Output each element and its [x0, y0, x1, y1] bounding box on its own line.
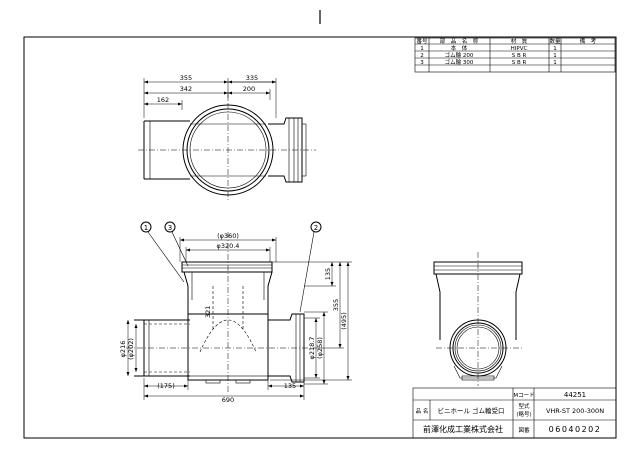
parts-header-material: 材 質: [511, 37, 528, 45]
dim-321: 321: [204, 306, 212, 318]
name-label: 品 名: [416, 407, 429, 415]
balloon-3-label: 3: [168, 224, 172, 232]
dim-342-top: 342: [180, 85, 192, 93]
sheet-border: [23, 36, 617, 439]
mcode-label: Mコード: [513, 392, 534, 399]
balloon-3: [164, 221, 176, 233]
balloon-1-label: 1: [144, 224, 148, 232]
model-label: 型式: [518, 402, 530, 410]
parts-row-name: 本 体: [451, 44, 468, 52]
parts-row-qty: 1: [553, 60, 557, 66]
front-view: 1 3 2 (φ360) φ320.4 321: [119, 221, 352, 404]
parts-row-no: 2: [420, 53, 424, 59]
drawing-number-label: 図番: [518, 427, 530, 434]
drawing-number-value: 06040202: [549, 425, 602, 434]
parts-row-no: 3: [420, 60, 424, 66]
parts-header-name: 部 品 名 称: [440, 37, 479, 45]
parts-row-no: 1: [420, 46, 424, 52]
parts-row-name: ゴム輪 200: [445, 51, 474, 59]
parts-row-name: ゴム輪 300: [445, 58, 474, 66]
dim-175: (175): [157, 382, 174, 390]
name-value: ビニホール ゴム輪受口: [437, 406, 504, 415]
top-view: 355 335 342 200 162: [138, 74, 316, 200]
parts-row-material: S B R: [512, 53, 527, 59]
model-label-abbrev: (略号): [516, 410, 531, 418]
parts-row-material: S B R: [512, 60, 527, 66]
parts-row-qty: 1: [553, 46, 557, 52]
dim-phi218: φ218.7: [308, 337, 316, 360]
parts-table: 番号 部 品 名 称 材 質 数量 備 考 1 本 体 HIPVC 1 2 ゴム…: [414, 37, 616, 73]
balloon-2: [310, 221, 322, 233]
parts-row-material: HIPVC: [511, 46, 528, 52]
dim-phi216: φ216: [119, 341, 127, 358]
model-value: VHR-ST 200-300N: [546, 407, 604, 415]
parts-header-no: 番号: [416, 38, 428, 45]
dim-495-vertical: (495): [340, 312, 348, 329]
dim-135-horizontal: 135: [284, 382, 296, 390]
title-block: Mコード 44251 品 名 ビニホール ゴム輪受口 型式 (略号) VHR-S…: [412, 387, 617, 439]
company-name: 前澤化成工業株式会社: [423, 424, 503, 434]
parts-header-remark: 備 考: [580, 37, 597, 45]
dim-690: 690: [222, 396, 234, 404]
dim-355-top: 355: [180, 74, 192, 82]
dim-135-vertical: 135: [324, 268, 332, 280]
side-view: [433, 252, 523, 386]
dim-335-top: 335: [246, 74, 258, 82]
parts-header-qty: 数量: [549, 37, 561, 45]
balloon-2-label: 2: [314, 224, 318, 232]
dim-phi202: (φ202): [127, 338, 135, 360]
dim-200-top: 200: [243, 85, 255, 93]
mcode-value: 44251: [564, 391, 586, 399]
parts-row-qty: 1: [553, 53, 557, 59]
balloon-1: [140, 221, 152, 233]
dim-355-vertical: 355: [332, 299, 340, 311]
dim-162-top: 162: [157, 96, 169, 104]
